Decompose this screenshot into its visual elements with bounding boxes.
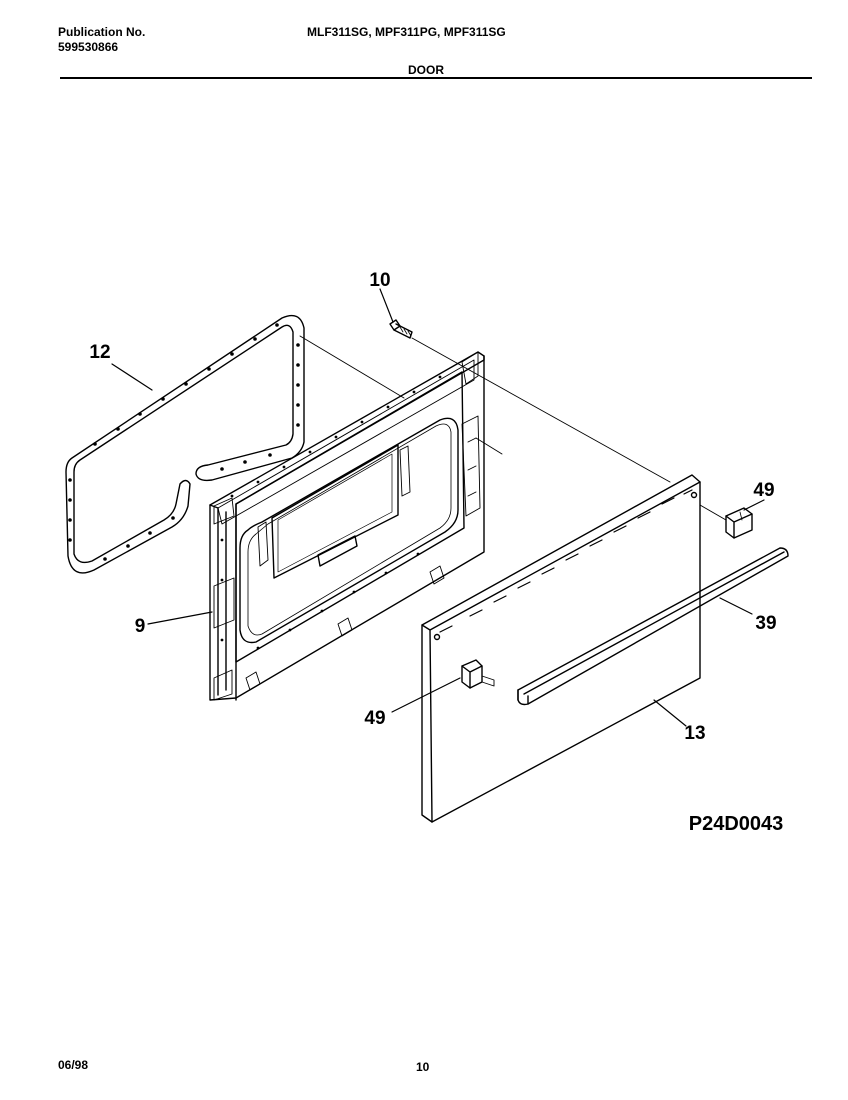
callout-49-top: 49 (753, 480, 774, 501)
model-numbers: MLF311SG, MPF311PG, MPF311SG (307, 25, 506, 39)
page-number: 10 (416, 1060, 430, 1074)
handle-bar (517, 547, 789, 706)
callout-10: 10 (369, 270, 390, 291)
leader-lines (111, 288, 765, 727)
publication-label: Publication No. (58, 25, 146, 39)
door-gasket (65, 314, 305, 574)
callout-12: 12 (89, 342, 110, 363)
assembly-lines (299, 335, 727, 521)
figure-id: P24D0043 (689, 813, 784, 835)
publication-number: 599530866 (58, 40, 119, 54)
header-rule (60, 77, 812, 79)
inner-door-liner (209, 351, 485, 701)
handle-bracket-right (725, 507, 753, 539)
callout-13: 13 (684, 723, 705, 744)
section-title: DOOR (408, 63, 444, 77)
outer-door-panel (421, 474, 701, 823)
callout-9: 9 (135, 616, 146, 637)
screw (389, 319, 413, 339)
callout-39: 39 (755, 613, 776, 634)
callout-49-bottom: 49 (364, 708, 385, 729)
handle-bracket-left (461, 659, 495, 689)
footer-date: 06/98 (58, 1058, 89, 1072)
